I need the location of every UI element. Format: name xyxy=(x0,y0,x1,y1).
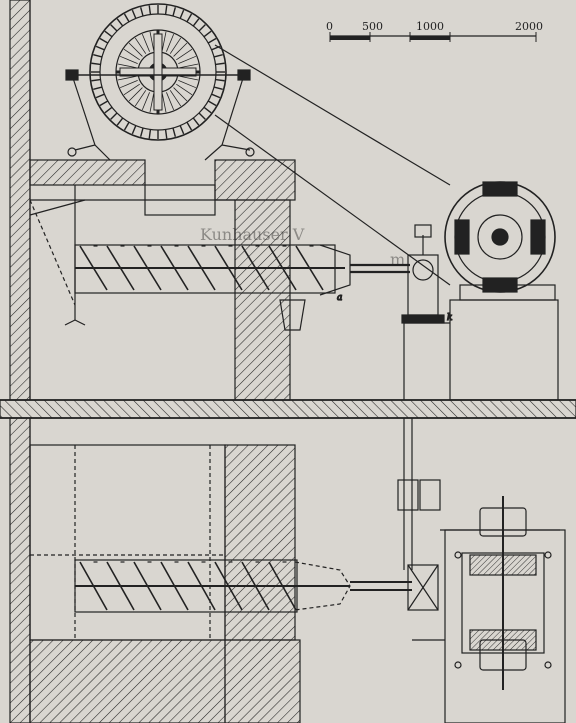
scale-tick-0: 0 xyxy=(326,20,333,33)
plan-left-wall xyxy=(9,417,31,723)
scale-bar: 0 500 1000 2000 xyxy=(326,20,543,42)
plan-view xyxy=(9,417,566,723)
floor-slab xyxy=(0,399,576,419)
screw-conveyor-elevation: a xyxy=(74,244,410,331)
scale-tick-500: 500 xyxy=(362,20,383,33)
scale-tick-1000: 1000 xyxy=(416,20,444,33)
electric-motor-elevation xyxy=(444,181,556,301)
bleed-text-2: m xyxy=(390,250,405,269)
bleed-through: Kunhauser V m xyxy=(200,225,405,269)
plan-pier-center xyxy=(224,444,296,641)
plan-pier-right xyxy=(224,639,301,723)
plan-pier-left xyxy=(29,639,226,723)
gearbox-plan xyxy=(407,564,439,611)
motor-foundation xyxy=(449,299,559,401)
upper-block-right xyxy=(214,159,296,201)
label-a: a xyxy=(337,293,342,303)
rotary-drum xyxy=(89,3,227,141)
scale-tick-2000: 2000 xyxy=(515,20,543,33)
left-wall xyxy=(9,0,31,401)
upper-block-left xyxy=(29,159,146,186)
screw-conveyor-plan xyxy=(74,559,412,613)
electric-motor-plan xyxy=(412,496,566,723)
elevation-view: a k xyxy=(0,0,576,419)
